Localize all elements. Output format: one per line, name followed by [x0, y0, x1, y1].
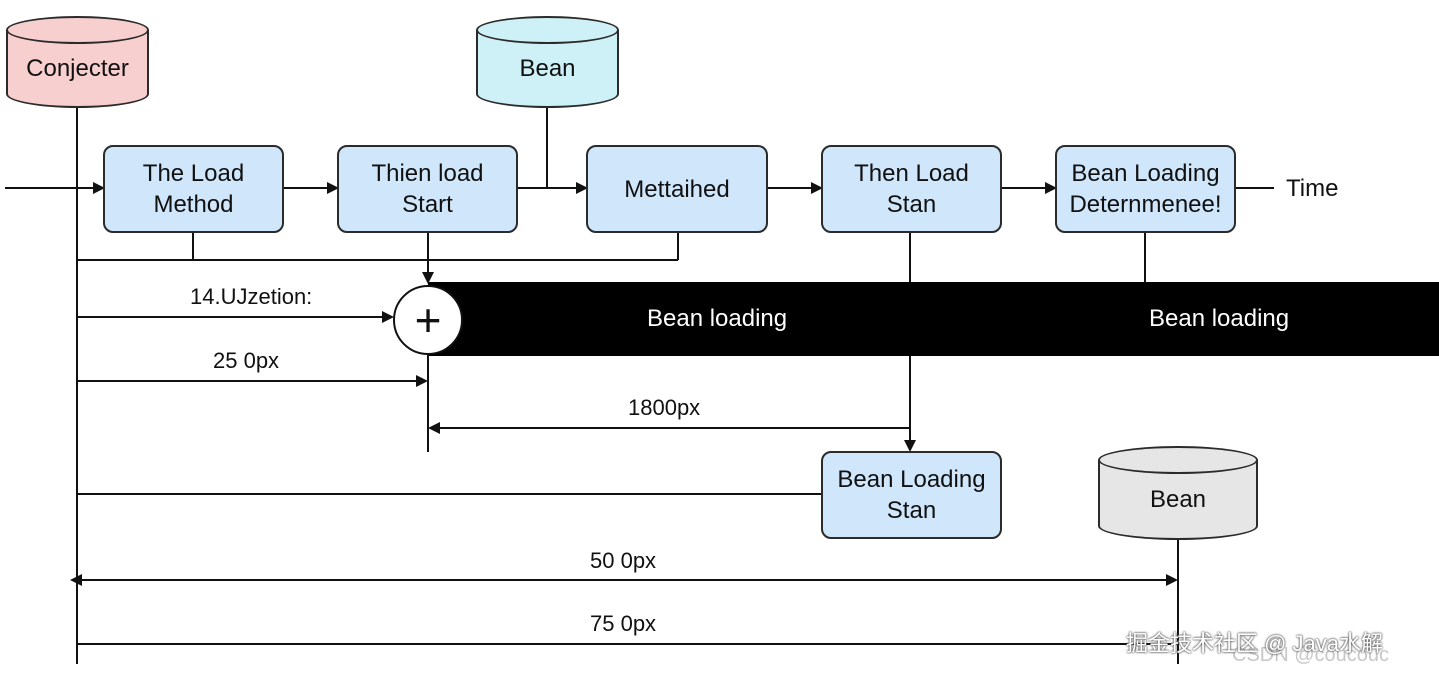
dimension-label-5: 75 0px	[590, 611, 657, 636]
bean-loading-determened-box: Bean Loading Deternmenee!	[1055, 145, 1236, 233]
bean-bottom-label: Bean	[1149, 486, 1207, 513]
bean-loading-band	[428, 282, 1439, 356]
bean-top-database: Bean	[476, 16, 619, 108]
mettaihed-box: Mettaihed	[586, 145, 768, 233]
dimension-label-1: 14.UJzetion:	[190, 284, 313, 309]
band-label-left: Bean loading	[647, 305, 788, 332]
dimension-label-2: 25 0px	[213, 348, 280, 373]
plus-junction-icon: +	[393, 285, 463, 355]
then-load-stan-box: Then Load Stan	[821, 145, 1002, 233]
bean-loading-stan-box: Bean Loading Stan	[821, 451, 1002, 539]
bean-bottom-database: Bean	[1098, 446, 1258, 540]
thien-load-start-box: Thien load Start	[337, 145, 518, 233]
load-method-box: The Load Method	[103, 145, 284, 233]
watermark-primary: 掘金技术社区 @ Java水解	[1126, 631, 1384, 656]
conjecter-database: Conjecter	[6, 16, 149, 108]
dimension-label-3: 1800px	[628, 395, 701, 420]
time-label: Time	[1286, 175, 1339, 202]
band-label-right: Bean loading	[1149, 305, 1290, 332]
watermark-secondary: CSDN @coucouc	[1232, 644, 1390, 666]
bean-top-label: Bean	[519, 55, 576, 82]
conjecter-label: Conjecter	[26, 55, 129, 82]
dimension-label-4: 50 0px	[590, 548, 657, 573]
